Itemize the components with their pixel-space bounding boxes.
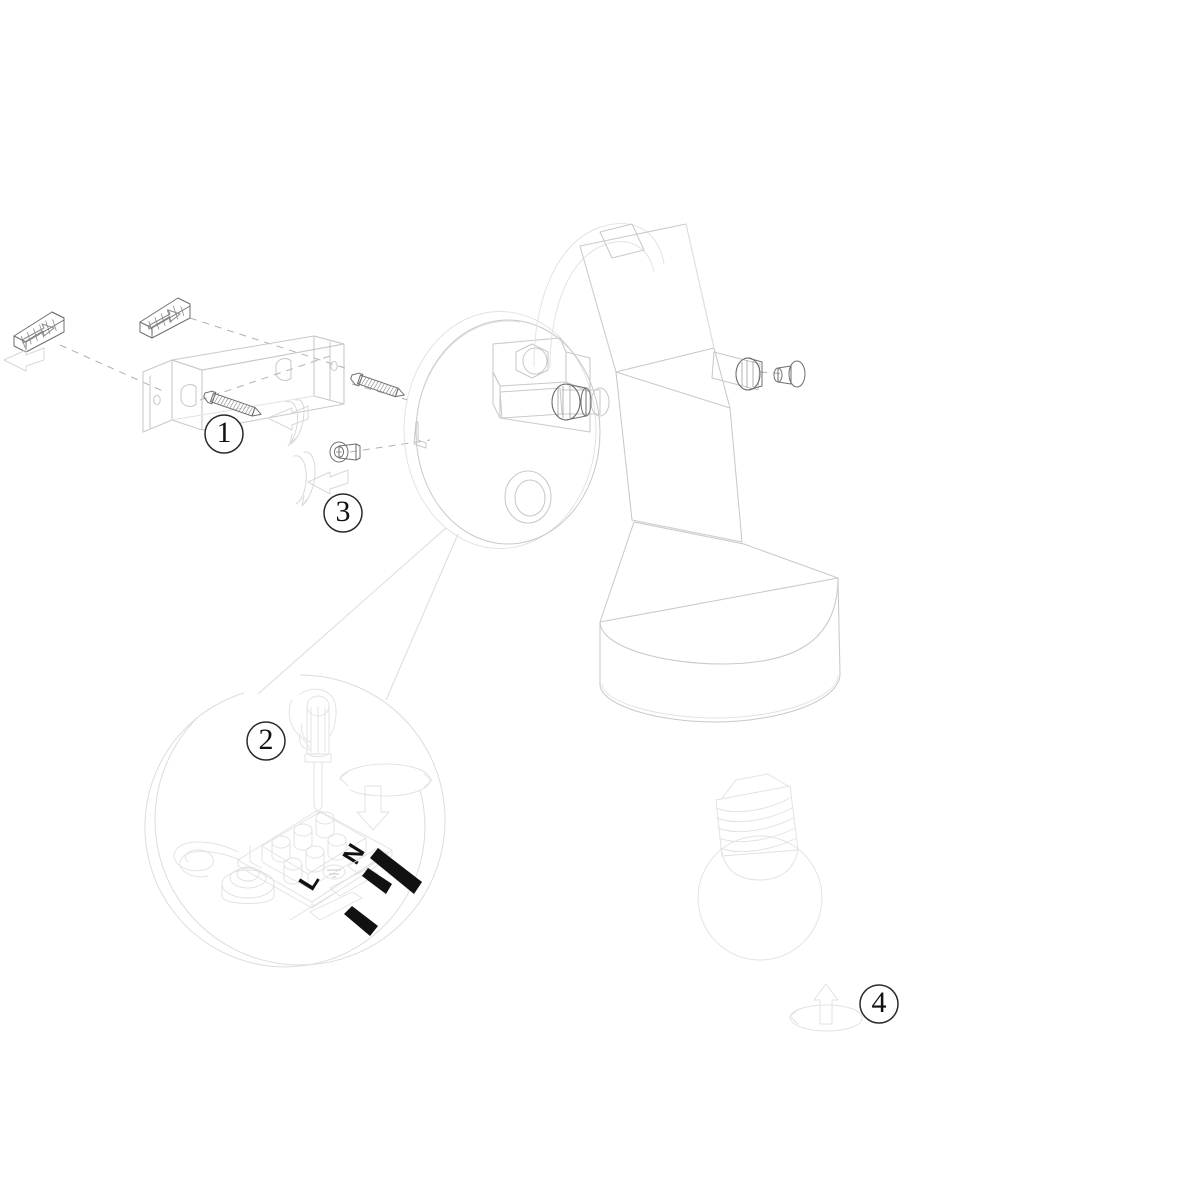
step-number-3: 3	[336, 495, 351, 528]
conical-lamp-shade	[599, 521, 841, 723]
rotate-arrow-step-1	[267, 399, 309, 447]
detail-leader-lines	[257, 527, 459, 701]
step-number-4: 4	[872, 986, 887, 1019]
screw-in-up-arrow-step-4	[789, 983, 863, 1032]
wall-plug-left	[13, 311, 65, 353]
grub-screw	[329, 441, 361, 463]
mounting-screw-left	[203, 390, 262, 417]
terminal-block: L N	[237, 809, 393, 909]
step-callout-4: 4	[859, 984, 899, 1024]
insert-arrow-left	[3, 347, 45, 372]
press-down-arrow-detail	[356, 785, 390, 831]
plug-expand-arrow-right	[147, 309, 181, 330]
step-number-1: 1	[217, 416, 232, 449]
cylindrical-lamp-body	[499, 223, 761, 543]
wire-group	[289, 847, 422, 936]
wire-neutral	[329, 867, 392, 897]
wire-earth	[309, 891, 363, 921]
rotate-arrow-step-3	[293, 451, 349, 507]
wire-neutral-tip	[362, 868, 392, 894]
earth-ground-symbol	[322, 864, 346, 880]
cable-gland-grommet	[173, 841, 275, 904]
cap-plug	[773, 360, 806, 388]
assembly-dashed-guides	[59, 317, 787, 453]
hand-holding-screwdriver	[288, 688, 337, 815]
round-wall-canopy	[403, 311, 601, 549]
light-bulb-e27	[697, 773, 823, 961]
step-number-2: 2	[259, 723, 274, 756]
rotate-arrow-detail	[339, 763, 433, 797]
mounting-bracket	[142, 335, 345, 433]
thumbscrew-left	[551, 383, 592, 421]
wire-tip-lower	[344, 906, 378, 936]
thumbscrew-right	[735, 357, 763, 391]
wire-live	[347, 847, 422, 894]
step-callout-2: 2	[246, 721, 286, 761]
wall-plug-right	[139, 297, 191, 339]
step-callout-1: 1	[204, 414, 244, 454]
wire-live-conductor	[370, 848, 422, 894]
plug-expand-arrow-left	[21, 323, 55, 344]
mounting-screw-right	[350, 372, 405, 398]
step-callout-3: 3	[323, 493, 363, 533]
terminal-block-detail-view: L N	[144, 674, 446, 968]
